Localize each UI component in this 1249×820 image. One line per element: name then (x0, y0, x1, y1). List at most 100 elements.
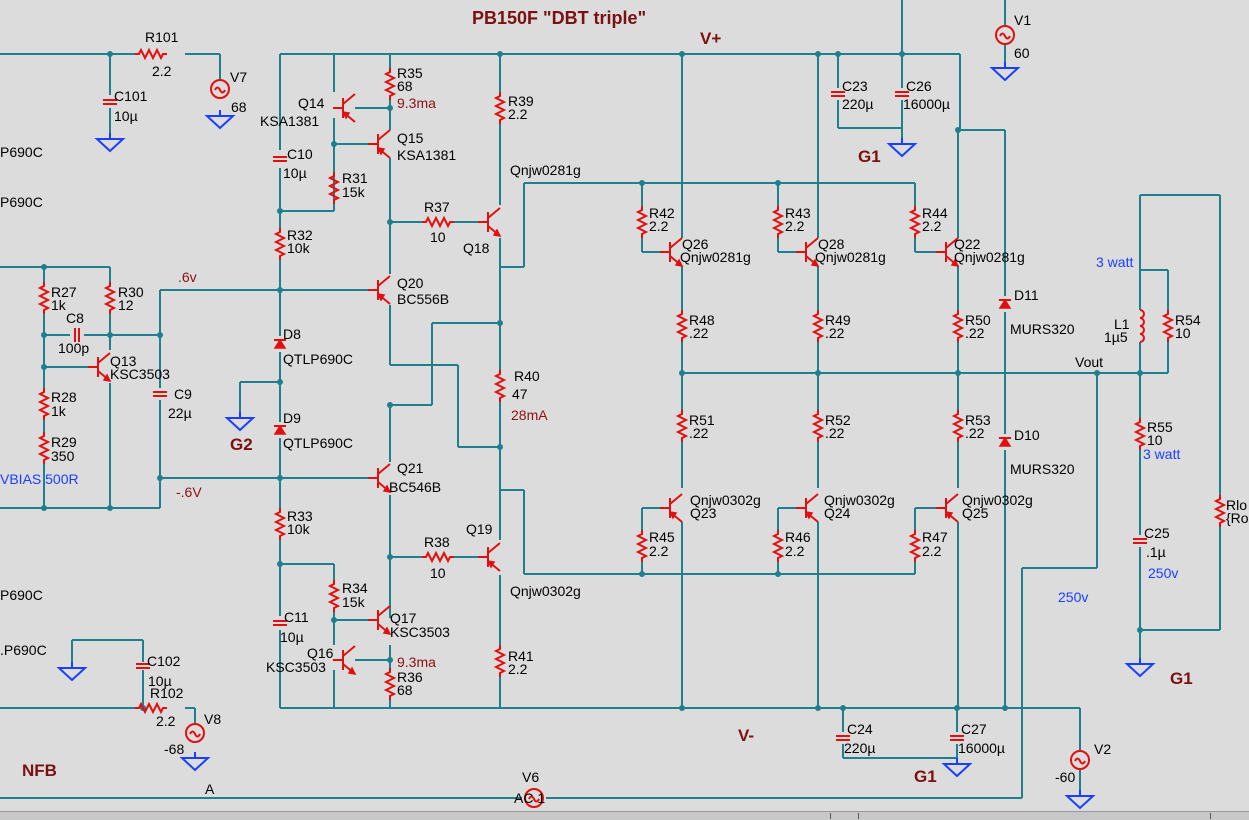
transistor-value: KSC3503 (266, 659, 326, 675)
resistor-ref: R45 (649, 529, 675, 545)
capacitor-ref: C8 (66, 310, 84, 326)
resistor-ref: R51 (689, 412, 715, 428)
net-g2: G2 (230, 435, 253, 454)
capacitor-ref: C26 (906, 78, 932, 94)
transistor-ref: Q13 (110, 353, 137, 369)
scroll-tick (1210, 813, 1211, 819)
source-value: -68 (164, 741, 184, 757)
capacitor-ref: C102 (147, 653, 181, 669)
resistor-value: .22 (689, 325, 709, 341)
resistor-ref: R37 (424, 199, 450, 215)
resistor-value: 15k (342, 184, 366, 200)
inductor-symbol (1139, 309, 1145, 343)
resistor-value: .22 (689, 425, 709, 441)
resistor-value: 2.2 (649, 543, 669, 559)
capacitor-ref: C23 (842, 78, 868, 94)
resistor-value: 1k (51, 297, 67, 313)
capacitor-value: 10µ (148, 673, 172, 689)
source-ref: V7 (230, 69, 247, 85)
transistor-ref: Q25 (962, 505, 989, 521)
capacitor-value: 220µ (842, 96, 873, 112)
transistor-value: Qnjw0281g (680, 249, 751, 265)
resistor-ref: R102 (150, 685, 184, 701)
resistor-value: .22 (825, 425, 845, 441)
capacitor-value: 16000µ (903, 96, 950, 112)
resistor-value: 10k (287, 240, 311, 256)
transistor-ref: Q23 (690, 505, 717, 521)
diode-ref: D10 (1014, 427, 1040, 443)
resistor-ref: R28 (51, 389, 77, 405)
resistor-value: 10 (430, 229, 446, 245)
junction-dots (41, 51, 1143, 711)
resistor-value: 10 (1147, 432, 1163, 448)
resistor-ref: R39 (508, 93, 534, 109)
transistor-value: KSA1381 (260, 113, 319, 129)
transistor-ref: Q15 (397, 130, 424, 146)
transistor-value: Qnjw0281g (815, 249, 886, 265)
source-value: 68 (231, 99, 247, 115)
resistor-value: 2.2 (649, 218, 669, 234)
resistor-value: 2.2 (922, 543, 942, 559)
resistor-value: 10 (1175, 325, 1191, 341)
capacitor-value: 22µ (168, 405, 192, 421)
power-annotation: 3 watt (1096, 254, 1133, 270)
capacitor-ref: C25 (1144, 525, 1170, 541)
resistor-ref: R52 (825, 412, 851, 428)
resistor-ref: R36 (397, 669, 423, 685)
voltage-annotation: .6v (178, 269, 197, 285)
transistor-value: Qnjw0302g (510, 583, 581, 599)
diode-value: QTLP690C (283, 351, 353, 367)
capacitor-value: 10µ (280, 629, 304, 645)
resistor-value: 68 (397, 78, 413, 94)
net-nfb: NFB (22, 761, 57, 780)
capacitor-ref: C101 (114, 88, 148, 104)
source-ref: V8 (204, 711, 221, 727)
offscreen-part-label: .P690C (0, 642, 47, 658)
resistor-ref: R43 (785, 205, 811, 221)
resistor-ref: R42 (649, 205, 675, 221)
net-a: A (205, 781, 215, 797)
resistor-value: .22 (965, 425, 985, 441)
resistor-value: 2.2 (785, 543, 805, 559)
resistor-ref: R35 (397, 65, 423, 81)
transistor-ref: Q21 (397, 460, 424, 476)
resistor-value: 2.2 (152, 63, 172, 79)
diode-value: MURS320 (1010, 461, 1075, 477)
transistor-ref: Q26 (682, 236, 709, 252)
transistor-ref: Q22 (954, 236, 981, 252)
resistor-ref: R27 (51, 284, 77, 300)
transistor-value: KSC3503 (390, 624, 450, 640)
net-g1: G1 (858, 147, 881, 166)
resistor-ref: R54 (1175, 312, 1201, 328)
net-g1: G1 (1170, 669, 1193, 688)
capacitor-ref: C11 (284, 609, 309, 625)
resistor-value: 350 (51, 448, 75, 464)
resistor-value: 15k (342, 594, 366, 610)
resistor-ref: R48 (689, 312, 715, 328)
offscreen-part-label: P690C (0, 144, 43, 160)
horizontal-scrollbar[interactable] (0, 811, 1249, 820)
transistor-value: Qnjw0302g (690, 492, 761, 508)
voltage-rating: 250v (1148, 565, 1178, 581)
capacitor-value: 10µ (283, 165, 307, 181)
inductor-value: 1µ5 (1104, 329, 1128, 345)
power-annotation: 3 watt (1143, 446, 1180, 462)
current-annotation: 9.3ma (397, 95, 436, 111)
resistor-value: .22 (965, 325, 985, 341)
source-ref: V6 (522, 769, 539, 785)
resistor-ref: R30 (118, 284, 144, 300)
resistor-ref: R32 (287, 227, 313, 243)
wires (0, 0, 1221, 799)
capacitor-value: 16000µ (958, 740, 1005, 756)
resistor-ref: R29 (51, 434, 77, 450)
transistor-ref: Q17 (390, 610, 417, 626)
net-vout: Vout (1075, 354, 1103, 370)
resistor-ref: R33 (287, 508, 313, 524)
transistor-value: Qnjw0302g (962, 492, 1033, 508)
resistor-ref: R41 (508, 648, 534, 664)
capacitor-value: 220µ (844, 740, 875, 756)
capacitor-value: .1µ (1146, 544, 1166, 560)
diode-labels: D8 QTLP690C D9 QTLP690C D11 MURS320 D10 … (283, 287, 1075, 477)
capacitor-ref: C27 (961, 721, 987, 737)
